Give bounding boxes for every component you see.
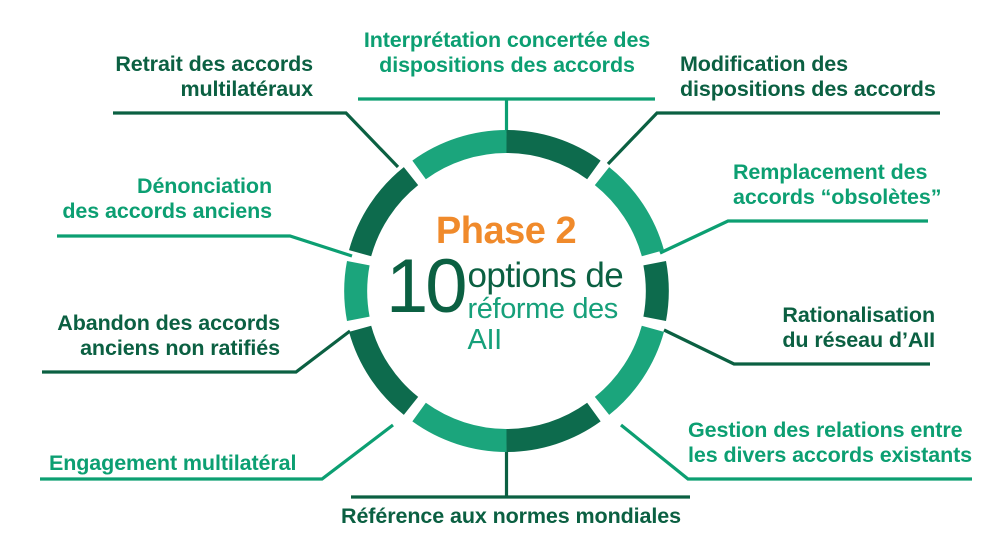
options-count: 10 bbox=[386, 244, 468, 329]
connector-denonciation-accords bbox=[57, 234, 353, 258]
option-label-modification-dispositions[interactable]: Modification des dispositions des accord… bbox=[680, 52, 936, 101]
phase-title: Phase 2 bbox=[435, 210, 577, 252]
option-label-interpretation-concertee[interactable]: Interprétation concertée des disposition… bbox=[363, 28, 651, 77]
ring-segment-8 bbox=[643, 261, 669, 321]
connector-abandon-accords bbox=[42, 329, 351, 374]
ring-segment-5 bbox=[412, 402, 507, 452]
ring-segment-6 bbox=[506, 402, 601, 452]
ring-segment-1 bbox=[412, 130, 507, 180]
connector-remplacement-accords-obsoletes bbox=[659, 219, 928, 255]
ring-segment-3 bbox=[344, 261, 370, 321]
connector-gestion-relations bbox=[619, 423, 972, 481]
ring-segment-4 bbox=[349, 325, 419, 415]
option-label-abandon-accords[interactable]: Abandon des accords anciens non ratifiés bbox=[57, 311, 280, 360]
option-label-reference-normes[interactable]: Référence aux normes mondiales bbox=[341, 504, 681, 528]
center-subtitle-line2: réforme des AII bbox=[467, 293, 619, 357]
ring-segment-2 bbox=[349, 167, 419, 257]
ring-segment-7 bbox=[594, 325, 664, 415]
connector-rationalisation-reseau bbox=[663, 328, 930, 366]
option-label-engagement-multilateral[interactable]: Engagement multilatéral bbox=[49, 451, 297, 475]
center-subtitle-line1: options de bbox=[467, 256, 624, 295]
center-hub-text: Phase 2 10 options de réforme des AII bbox=[386, 212, 626, 357]
option-label-retrait-accords-multilateraux[interactable]: Retrait des accords multilatéraux bbox=[115, 52, 313, 101]
option-label-denonciation-accords[interactable]: Dénonciation des accords anciens bbox=[62, 174, 272, 223]
option-label-gestion-relations[interactable]: Gestion des relations entre les divers a… bbox=[688, 418, 973, 467]
ring-segment-10 bbox=[506, 130, 601, 180]
option-label-rationalisation-reseau[interactable]: Rationalisation du réseau d’AII bbox=[782, 303, 935, 352]
ring-segment-9 bbox=[594, 167, 664, 257]
option-label-remplacement-accords-obsoletes[interactable]: Remplacement des accords “obsolètes” bbox=[733, 160, 942, 209]
connector-retrait-accords-multilateraux bbox=[113, 111, 400, 169]
connector-modification-dispositions bbox=[606, 111, 940, 166]
connector-engagement-multilateral bbox=[40, 423, 394, 481]
